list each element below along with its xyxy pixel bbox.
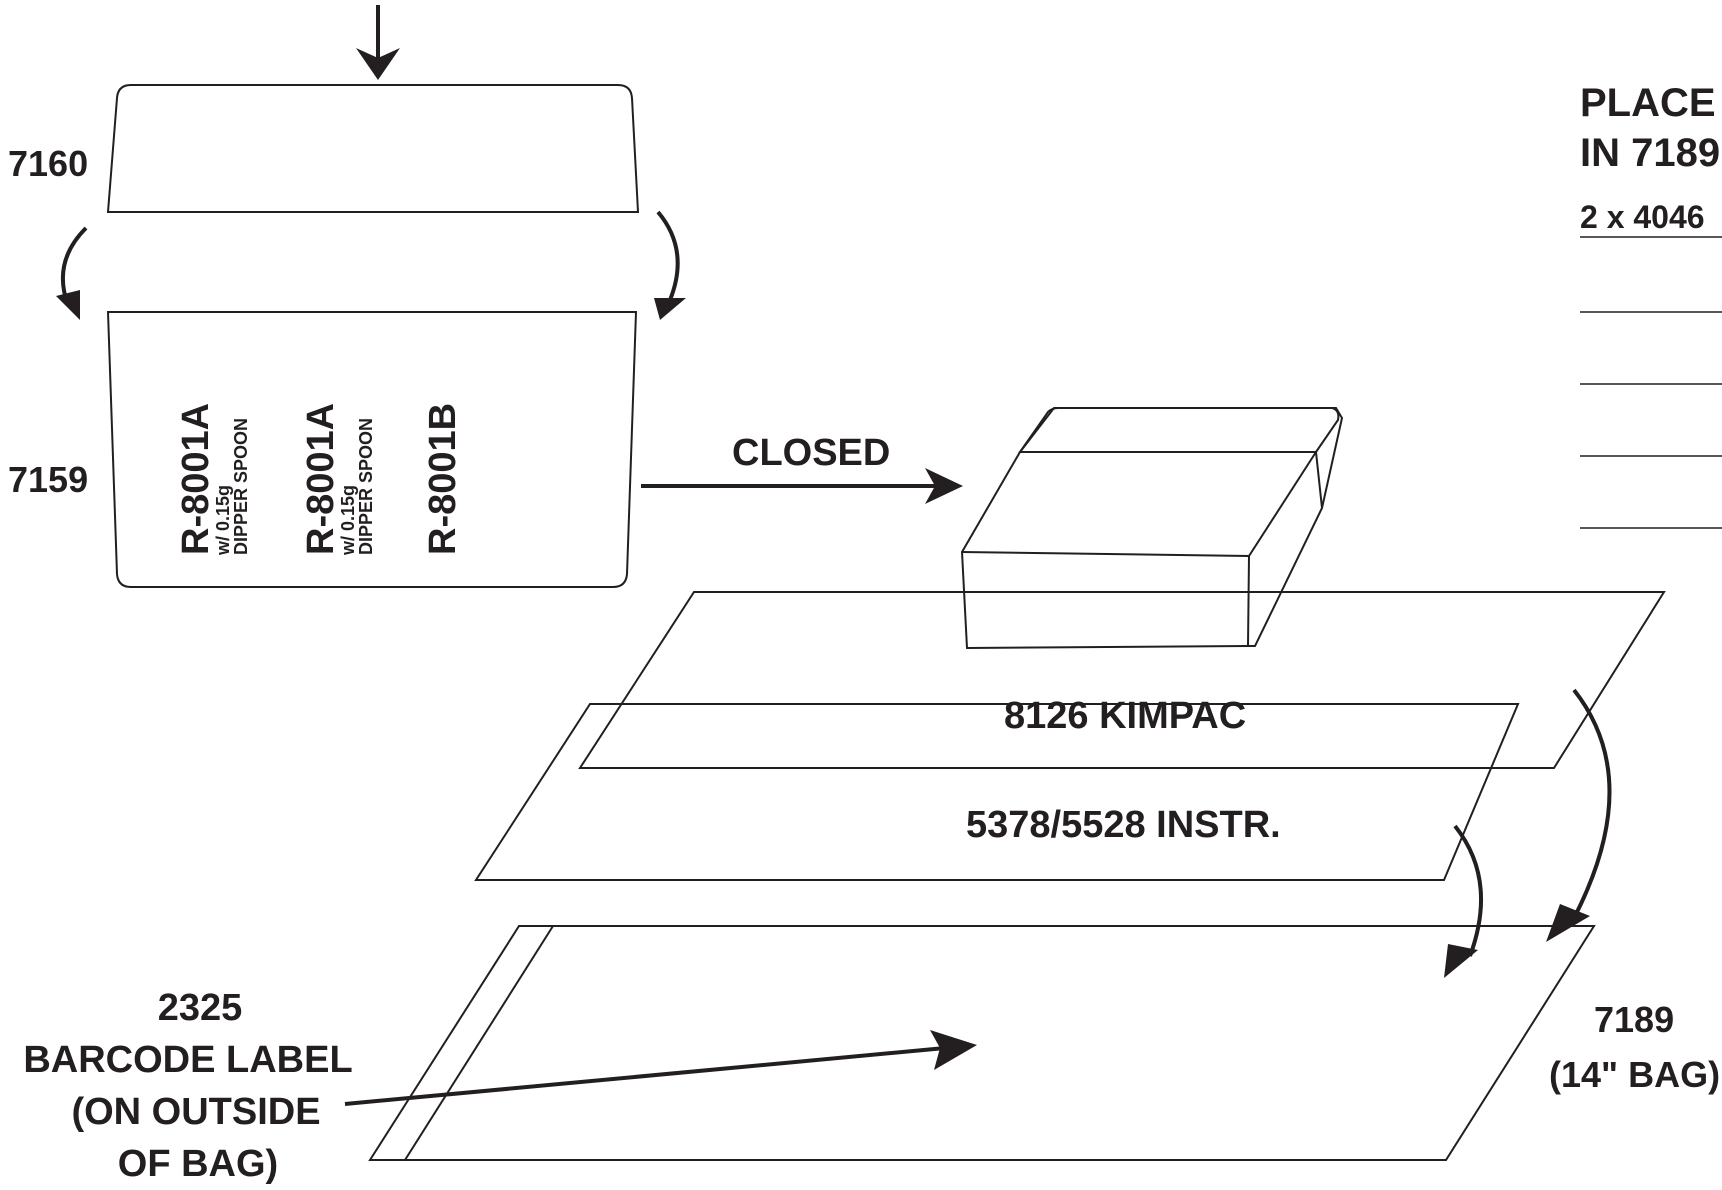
right-curved-arrow [654,210,686,320]
instructions-to-bag-arrow [1444,824,1484,978]
bag-size-label: (14" BAG) [1549,1054,1720,1095]
closed-cup-box [960,407,1344,650]
kimpac-sheet [578,591,1666,769]
left-curved-arrow [56,226,88,320]
cup-label-1: R-8001A w/ 0.15g DIPPER SPOON [175,403,251,556]
cup-label-3: R-8001B [422,403,464,555]
closed-label: CLOSED [732,432,890,474]
cup-label-2-note2: DIPPER SPOON [356,418,376,555]
cup-label-2: R-8001A w/ 0.15g DIPPER SPOON [300,403,376,556]
cup-part-label: 7159 [8,459,88,500]
cup-label-2-note1: w/ 0.15g [338,485,358,556]
cup-label-1-code: R-8001A [175,403,217,555]
cup-label-3-code: R-8001B [422,403,464,555]
cup-shape [106,311,638,588]
lid-part-label: 7160 [8,143,88,184]
side-note-line-1: PLACE N [1580,81,1722,125]
side-note: PLACE N IN 7189 2 x 4046 [1580,81,1722,529]
bag-outline [368,925,1596,1161]
instructions-sheet [474,703,1520,881]
closed-arrow [641,468,963,504]
side-note-line-2: IN 7189 [1580,131,1720,175]
instructions-label: 5378/5528 INSTR. [966,804,1281,846]
kimpac-label: 8126 KIMPAC [1004,695,1246,737]
lid-shape [106,84,640,213]
barcode-line-2: BARCODE LABEL [23,1039,352,1081]
barcode-pointer-arrow [344,1030,977,1106]
bag-part-label: 7189 [1594,999,1674,1040]
barcode-label-text: 2325 BARCODE LABEL (ON OUTSIDE OF BAG) [23,987,352,1185]
kimpac-to-bag-arrow [1546,688,1612,942]
lid-down-arrow [356,5,400,80]
barcode-line-4: OF BAG) [118,1143,278,1185]
barcode-line-3: (ON OUTSIDE [71,1091,320,1133]
cup-label-1-note2: DIPPER SPOON [231,418,251,555]
side-note-line-3: 2 x 4046 [1580,199,1705,235]
barcode-line-1: 2325 [158,987,243,1029]
cup-label-1-note1: w/ 0.15g [213,485,233,556]
cup-label-2-code: R-8001A [300,403,342,555]
